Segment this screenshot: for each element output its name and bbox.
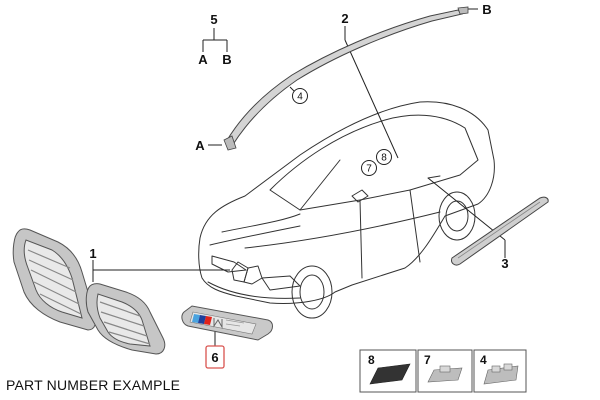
- circled-callout-7: 7: [361, 160, 377, 176]
- thumbnail-8: 8: [359, 349, 417, 393]
- circled-callout-4: 4: [292, 88, 308, 104]
- circled-4-label: 4: [297, 92, 303, 103]
- thumbnail-8-number: 8: [368, 353, 375, 367]
- car-outline: [198, 101, 495, 319]
- callout-5-a: A: [198, 52, 208, 67]
- m-emblem-badge: [181, 305, 273, 341]
- callout-b-end: B: [482, 2, 491, 17]
- leader-lines: [92, 8, 506, 346]
- callout-5: 5: [210, 12, 217, 27]
- side-trim-strip: [451, 196, 549, 266]
- roof-moulding-strip: [223, 6, 469, 151]
- circled-7-label: 7: [366, 164, 372, 175]
- callout-1: 1: [89, 246, 96, 261]
- callout-2: 2: [341, 11, 348, 26]
- callout-a-end: A: [195, 138, 205, 153]
- thumbnail-4: 4: [473, 349, 527, 393]
- caption-part-number-example: PART NUMBER EXAMPLE: [6, 377, 181, 393]
- thumbnail-7-number: 7: [424, 353, 431, 367]
- circled-callout-8: 8: [376, 149, 392, 165]
- thumbnail-7: 7: [417, 349, 473, 393]
- callout-5-b: B: [222, 52, 231, 67]
- callout-3: 3: [501, 256, 508, 271]
- thumbnail-4-number: 4: [480, 353, 487, 367]
- kidney-grille: [12, 228, 166, 355]
- circled-8-label: 8: [381, 153, 387, 164]
- callout-6-highlight: 6: [205, 345, 225, 369]
- callout-6: 6: [211, 350, 218, 365]
